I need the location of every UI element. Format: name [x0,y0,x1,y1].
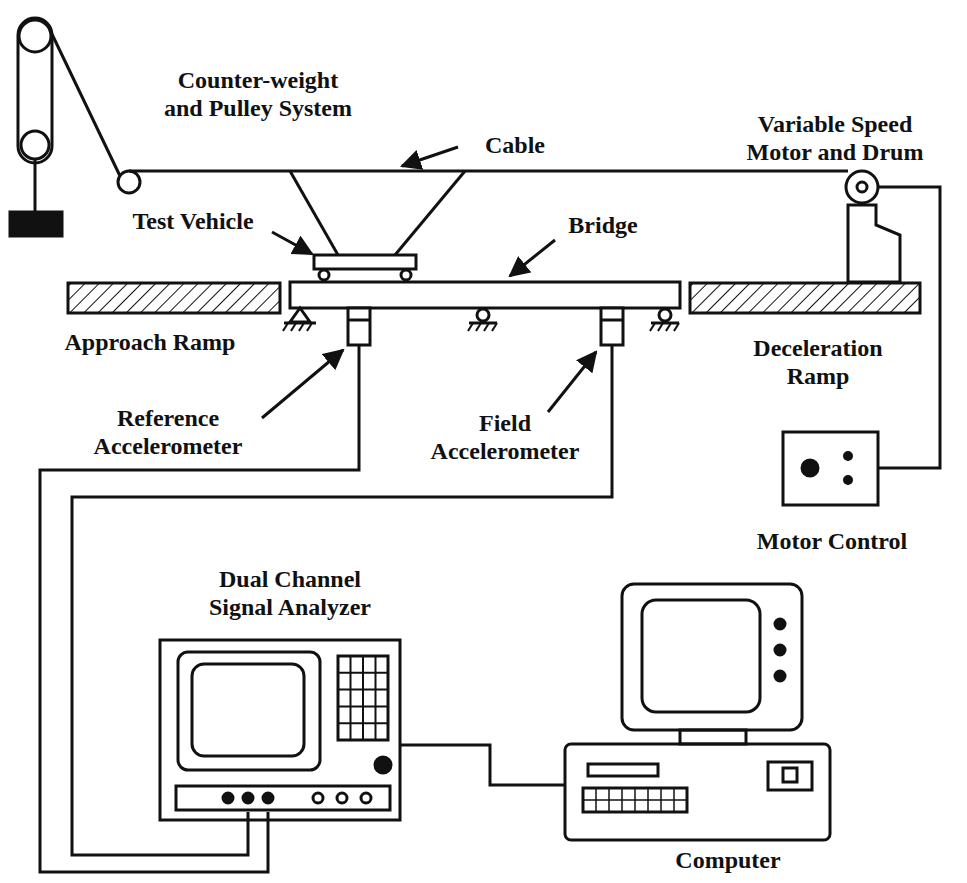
computer-monitor [622,584,802,730]
disk-slot [588,764,658,776]
signal-analyzer [160,640,400,820]
part-label: Test Vehicle [130,208,256,236]
vehicle-wheel [401,270,411,280]
approach-ramp [68,283,280,313]
pulley-wheel [118,171,140,193]
cable [129,170,848,173]
analyzer-port-strip [176,786,390,810]
computer-base [565,744,830,840]
part-label: Variable Speed Motor and Drum [744,111,926,166]
pulley-belt [18,18,52,163]
field-accelerometer [601,308,623,345]
cable [50,30,120,176]
data-cable [400,745,565,785]
leader-arrow [548,352,596,412]
analyzer-keypad [338,656,388,740]
deceleration-ramp [690,283,920,313]
pulley-wheel [21,131,49,159]
leader-arrow [510,240,555,276]
part-label: Reference Accelerometer [91,405,245,460]
part-label: Field Accelerometer [428,410,582,465]
counter-weight [10,212,62,236]
part-label: Computer [673,847,783,875]
motor-wire [878,187,940,468]
analyzer-screen [178,652,320,770]
part-label: Counter-weight and Pulley System [162,67,354,122]
roller-support [477,309,489,321]
pulley-wheel [19,20,51,52]
motor-drum [846,171,878,203]
signal-wire [72,345,612,855]
pin-support [290,308,310,322]
part-label: Deceleration Ramp [751,335,885,390]
test-vehicle [314,255,416,269]
monitor-screen [642,600,760,712]
part-label: Dual Channel Signal Analyzer [207,566,373,621]
part-label: Approach Ramp [62,329,238,357]
drum-hub [857,182,867,192]
part-label: Bridge [566,212,640,240]
leader-arrow [262,350,343,418]
analyzer-screen [192,664,304,756]
part-label: Cable [483,132,547,160]
leader-arrow [272,232,312,254]
vehicle-wheel [319,270,329,280]
part-label: Motor Control [754,528,910,556]
monitor-stand [680,730,746,744]
tow-cable [290,171,338,255]
bridge-deck [290,282,680,308]
keyboard [583,788,687,812]
motor-control-box [783,432,878,505]
drive-bay [768,762,812,790]
reference-accelerometer [348,308,370,345]
tow-cable [395,171,465,255]
roller-support [659,309,671,321]
control-knob [802,460,818,476]
motor-body [848,205,900,282]
weight-rope [34,159,37,212]
leader-arrow [402,147,458,166]
